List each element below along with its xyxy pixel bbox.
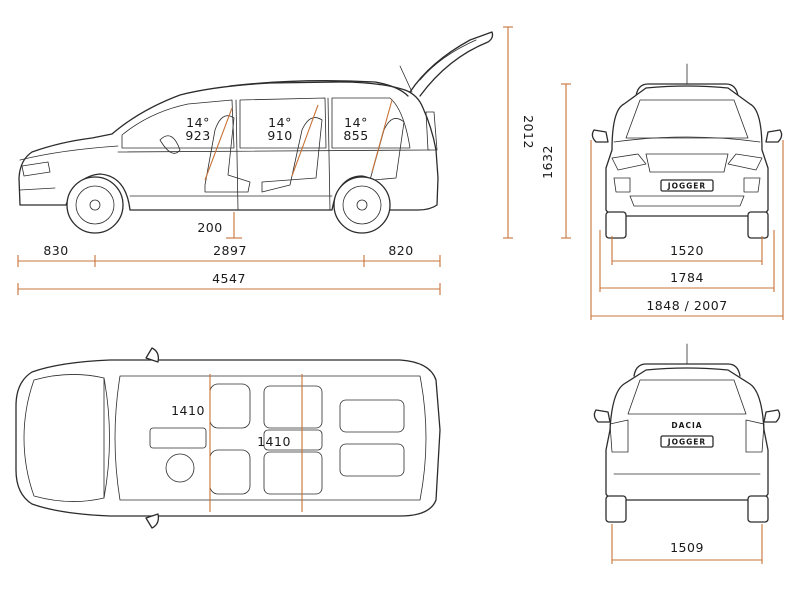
side-body-outline xyxy=(18,81,439,211)
side-rear-hub xyxy=(356,199,368,211)
side-seat-row-2 xyxy=(261,117,323,193)
rear-labels: 1509 xyxy=(670,540,704,555)
front-overhang-label: 830 xyxy=(43,243,68,258)
side-tailgate-strut xyxy=(399,65,413,93)
front-headlight-left xyxy=(611,153,647,171)
side-hood-line xyxy=(19,145,119,161)
side-dimensions xyxy=(17,26,513,295)
rear-tire-right xyxy=(747,495,769,523)
row-1-width-label: 1410 xyxy=(171,403,205,418)
side-seat-row-3 xyxy=(349,118,405,183)
row-2-angle: 14° xyxy=(268,115,292,130)
side-rear-wheel xyxy=(333,176,391,234)
side-window-rear xyxy=(331,97,411,149)
top-hood xyxy=(23,374,105,502)
top-mirror-lower xyxy=(145,513,160,529)
front-hood-line xyxy=(613,136,761,143)
top-center-console xyxy=(149,427,207,449)
front-fog-right xyxy=(743,177,761,193)
front-dimensions xyxy=(561,83,784,320)
top-cabin-outline xyxy=(114,375,427,501)
rear-brand-text: DACIA xyxy=(671,421,702,430)
wheelbase-label: 2897 xyxy=(213,243,247,258)
side-front-rim xyxy=(75,185,115,225)
front-labels: 1632 1520 1784 1848 / 2007 xyxy=(540,145,727,313)
side-rear-light xyxy=(425,111,438,151)
rear-dimensions xyxy=(611,524,763,564)
front-headlight-right xyxy=(727,153,763,171)
front-fog-left xyxy=(613,177,631,193)
top-labels: 1410 1410 xyxy=(171,403,291,449)
top-seat-middle-right xyxy=(263,451,323,495)
side-front-hub xyxy=(89,199,101,211)
top-seat-middle-left xyxy=(263,385,323,429)
overall-length-label: 4547 xyxy=(212,271,246,286)
row-2-length: 910 xyxy=(267,128,292,143)
front-roof-bars xyxy=(635,83,739,97)
overall-height-label: 2012 xyxy=(521,115,536,149)
top-dimensions xyxy=(209,374,303,512)
front-height-label: 1632 xyxy=(540,145,555,179)
front-tire-left xyxy=(605,211,627,239)
top-windshield-base xyxy=(103,377,110,499)
rear-body-outline xyxy=(605,367,769,501)
top-seat-middle-center xyxy=(263,429,323,451)
side-headlight xyxy=(21,161,51,177)
row-1-angle: 14° xyxy=(186,115,210,130)
front-track-label: 1520 xyxy=(670,243,704,258)
rear-light-right xyxy=(745,419,765,453)
row-3-angle: 14° xyxy=(344,115,368,130)
rear-roof-bars xyxy=(633,363,741,377)
rear-window xyxy=(627,379,747,415)
front-tire-right xyxy=(747,211,769,239)
front-badge-plate xyxy=(660,179,714,192)
rear-mirror-left xyxy=(593,409,611,423)
front-lower-grille xyxy=(629,195,745,207)
side-labels: 14° 923 14° 910 14° 855 200 2012 830 289… xyxy=(43,115,536,286)
side-window-middle xyxy=(239,97,327,149)
top-seat-rear-left xyxy=(339,399,405,433)
body-width-label: 1784 xyxy=(670,270,704,285)
side-tailgate-glass xyxy=(419,39,477,81)
rear-light-left xyxy=(609,419,629,453)
row-1-length: 923 xyxy=(185,128,210,143)
front-badge-text: JOGGER xyxy=(667,182,706,191)
top-seat-rear-right xyxy=(339,443,405,477)
rear-badge-text: JOGGER xyxy=(667,438,706,447)
row-3-length: 855 xyxy=(343,128,368,143)
rear-view: DACIA JOGGER xyxy=(593,343,781,523)
top-mirror-upper xyxy=(145,347,160,363)
side-front-wheel xyxy=(66,176,124,234)
side-steering-wheel xyxy=(159,135,181,154)
row-2-width-label: 1410 xyxy=(257,434,291,449)
front-mirror-right xyxy=(765,129,783,143)
top-steering-wheel xyxy=(165,453,195,483)
front-mirror-left xyxy=(591,129,609,143)
top-view xyxy=(15,347,441,529)
rear-tire-left xyxy=(605,495,627,523)
rear-overhang-label: 820 xyxy=(388,243,413,258)
front-windshield xyxy=(625,99,749,139)
side-view xyxy=(18,31,494,234)
side-open-tailgate xyxy=(409,31,494,97)
side-roof-rail xyxy=(229,80,409,97)
side-seat-row-1 xyxy=(204,115,251,193)
side-bumper xyxy=(19,187,56,191)
rear-badge-plate xyxy=(660,435,714,448)
front-grille xyxy=(645,153,729,173)
rear-track-label: 1509 xyxy=(670,540,704,555)
front-view: JOGGER xyxy=(591,63,783,239)
mirror-width-label: 1848 / 2007 xyxy=(646,298,727,313)
top-body-outline xyxy=(15,359,441,517)
side-rear-rim xyxy=(342,185,382,225)
side-door-line-2 xyxy=(327,97,331,211)
ground-clearance-label: 200 xyxy=(197,220,222,235)
rear-mirror-right xyxy=(763,409,781,423)
